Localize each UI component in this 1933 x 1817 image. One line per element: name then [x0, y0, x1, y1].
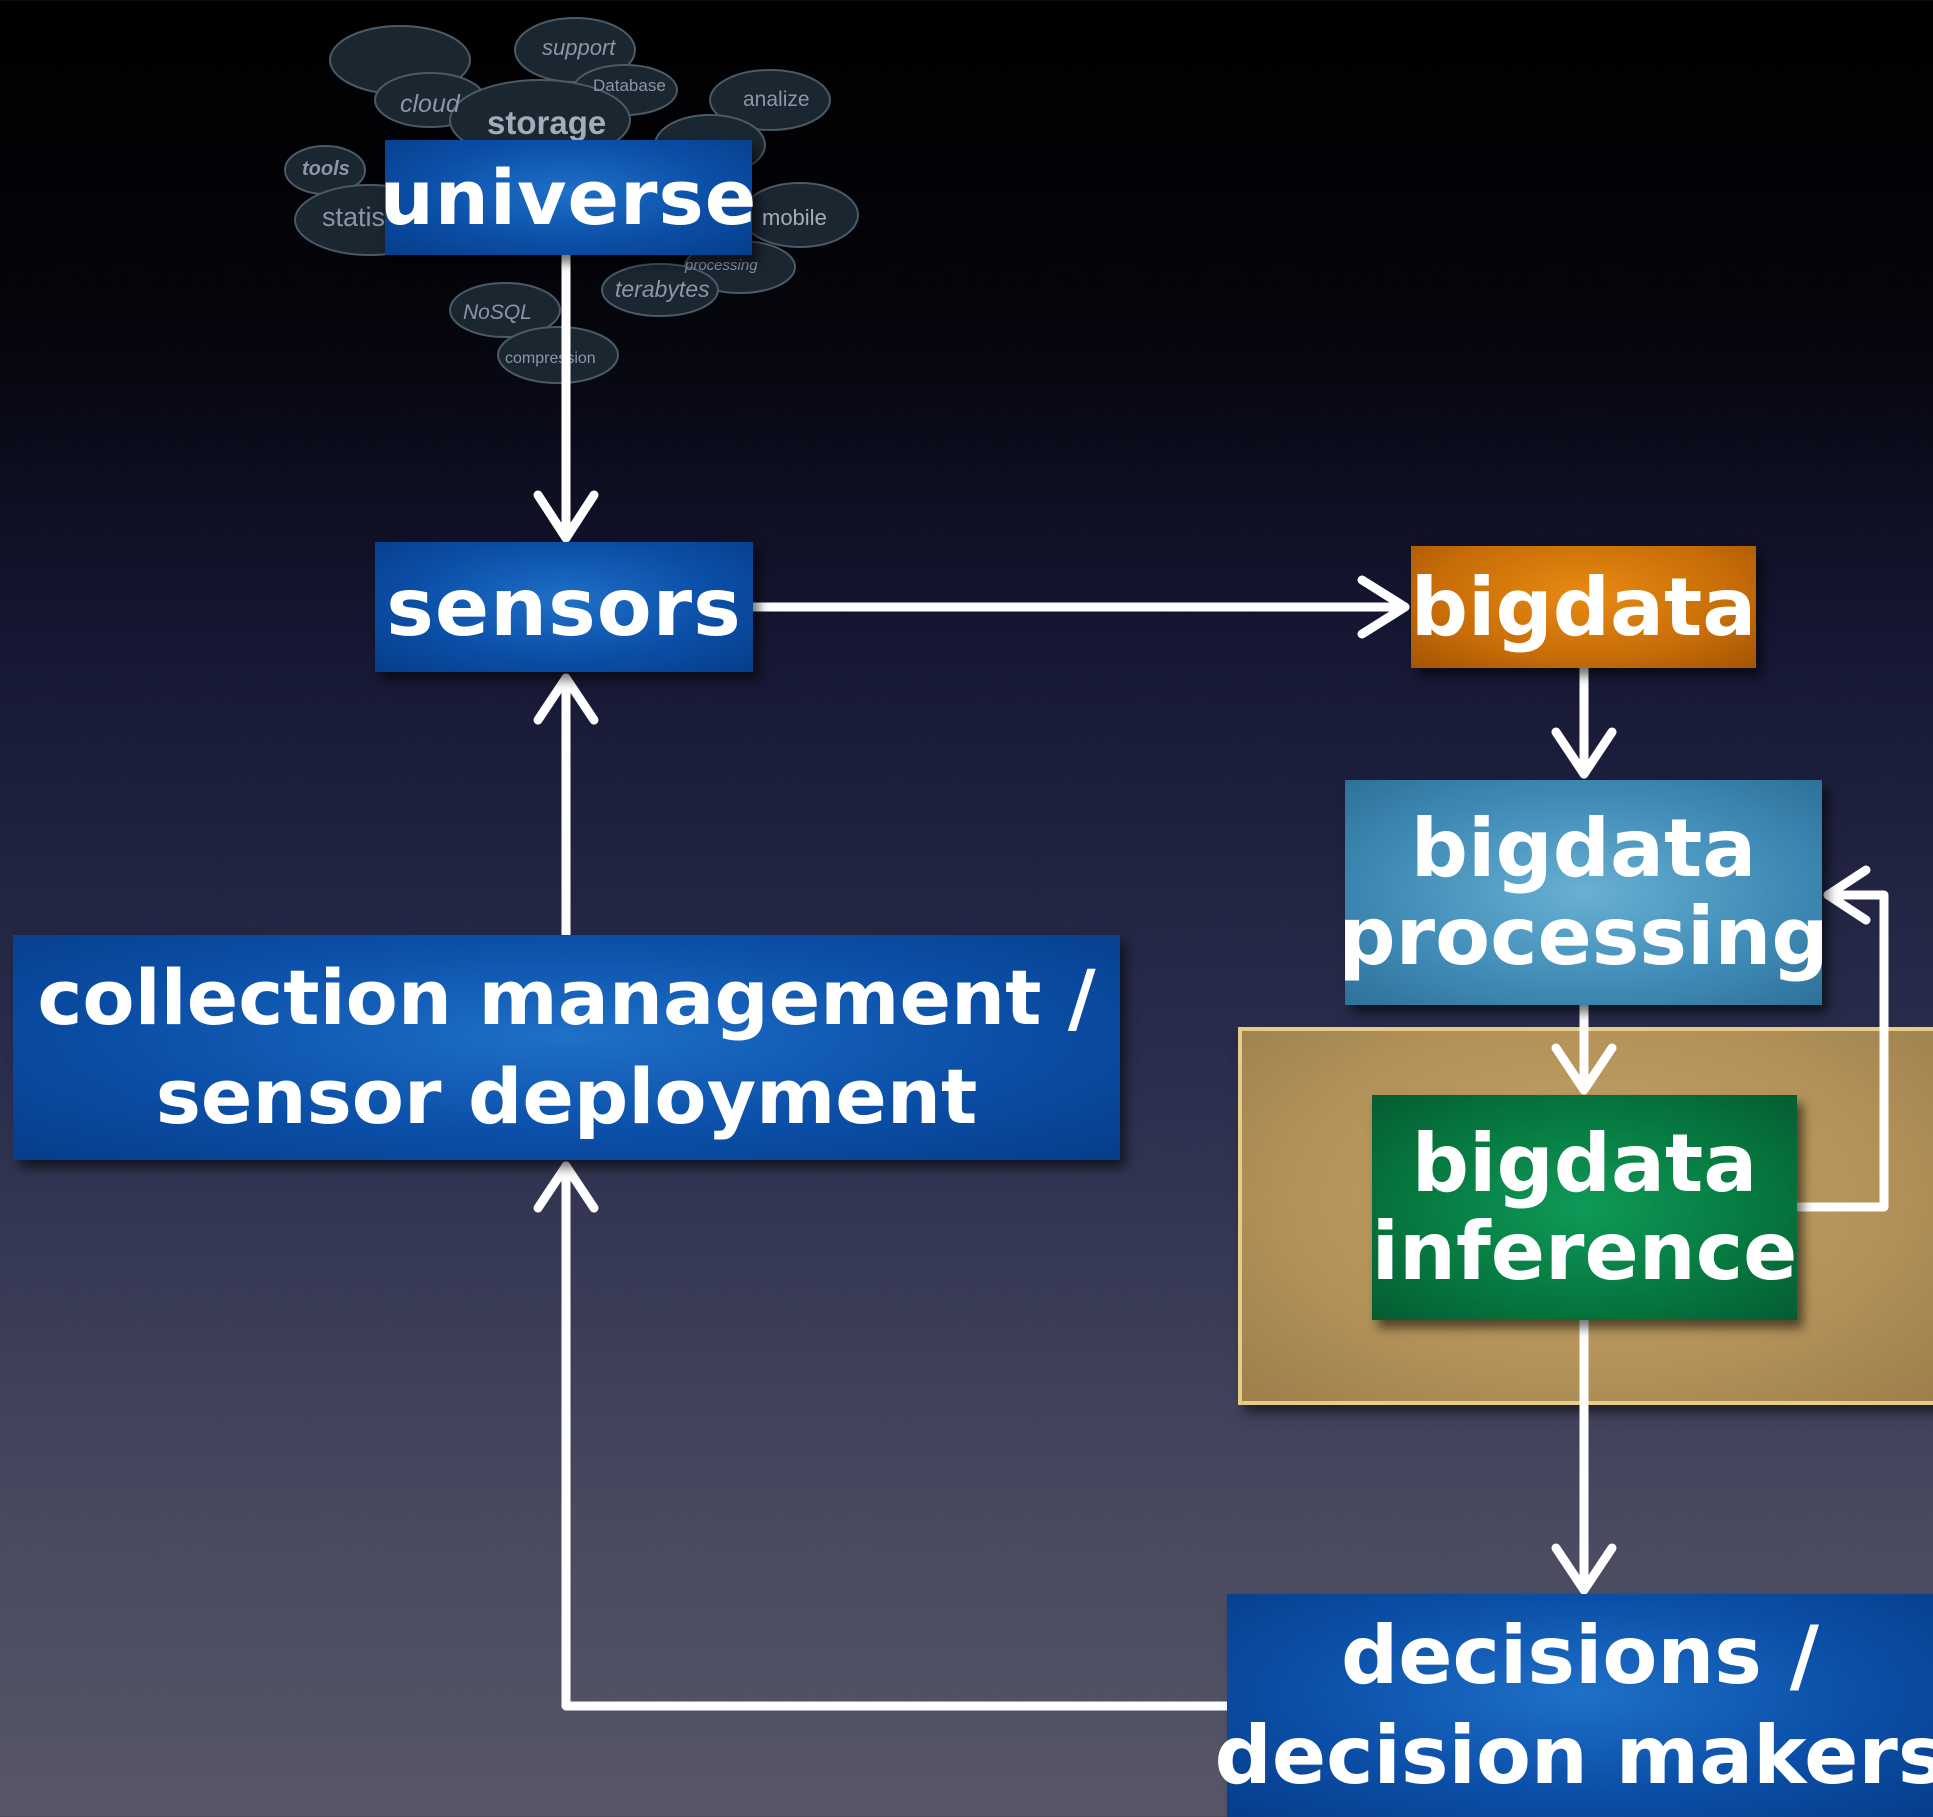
arrow-inference-feedback-to-processing [1792, 890, 1889, 1212]
cloud-word-cloud: cloud [400, 90, 460, 118]
node-label-line-1: bigdata [1410, 801, 1757, 895]
node-label-line-2: sensor deployment [155, 1051, 978, 1141]
node-decisions: decisions / decision makers [1215, 1594, 1933, 1817]
node-label: universe [379, 153, 758, 242]
cloud-word-nosql: NoSQL [463, 301, 532, 324]
arrowhead [1551, 727, 1617, 779]
node-bigdata-processing: bigdata processing [1338, 780, 1829, 1005]
cloud-shape [497, 326, 619, 384]
node-bigdata-inference: bigdata inference [1372, 1095, 1797, 1320]
cloud-shape [601, 263, 719, 317]
arrow-decisions-to-collection [561, 1161, 1232, 1711]
cloud-word-mobile: mobile [762, 205, 827, 230]
node-label-line-2: decision makers [1214, 1708, 1933, 1802]
arrowhead [1551, 1543, 1617, 1595]
cloud-word-statis: statis [322, 202, 386, 232]
node-label: sensors [386, 560, 742, 654]
cloud-word-database: Database [593, 76, 666, 95]
node-label: bigdata [1410, 560, 1757, 654]
arrowhead [533, 1161, 599, 1213]
arrowhead [1357, 575, 1410, 639]
cloud-shape [709, 69, 831, 131]
cloud-word-analize: analize [743, 88, 810, 111]
node-label-line-1: bigdata [1411, 1116, 1758, 1210]
node-bigdata: bigdata [1411, 546, 1756, 668]
arrowhead [533, 673, 599, 725]
cloud-shape [449, 282, 561, 338]
node-sensors: sensors [375, 542, 753, 672]
node-label-line-1: decisions / [1340, 1608, 1819, 1702]
node-label-line-1: collection management / [37, 952, 1096, 1042]
node-label-line-2: inference [1371, 1204, 1798, 1298]
arrowhead [1551, 1043, 1617, 1095]
cloud-word-support: support [542, 35, 616, 60]
cloud-word-processing: processing [685, 257, 758, 274]
arrowhead [533, 490, 599, 543]
cloud-word-terabytes: terabytes [615, 276, 710, 302]
node-label-line-2: processing [1338, 889, 1829, 983]
cloud-word-storage: storage [487, 104, 607, 141]
cloud-word-compression: compression [505, 350, 596, 367]
cloud-word-tools: tools [302, 158, 350, 180]
node-universe: universe [380, 140, 756, 255]
node-collection-management: collection management / sensor deploymen… [13, 935, 1120, 1160]
arrowhead [1823, 865, 1871, 925]
